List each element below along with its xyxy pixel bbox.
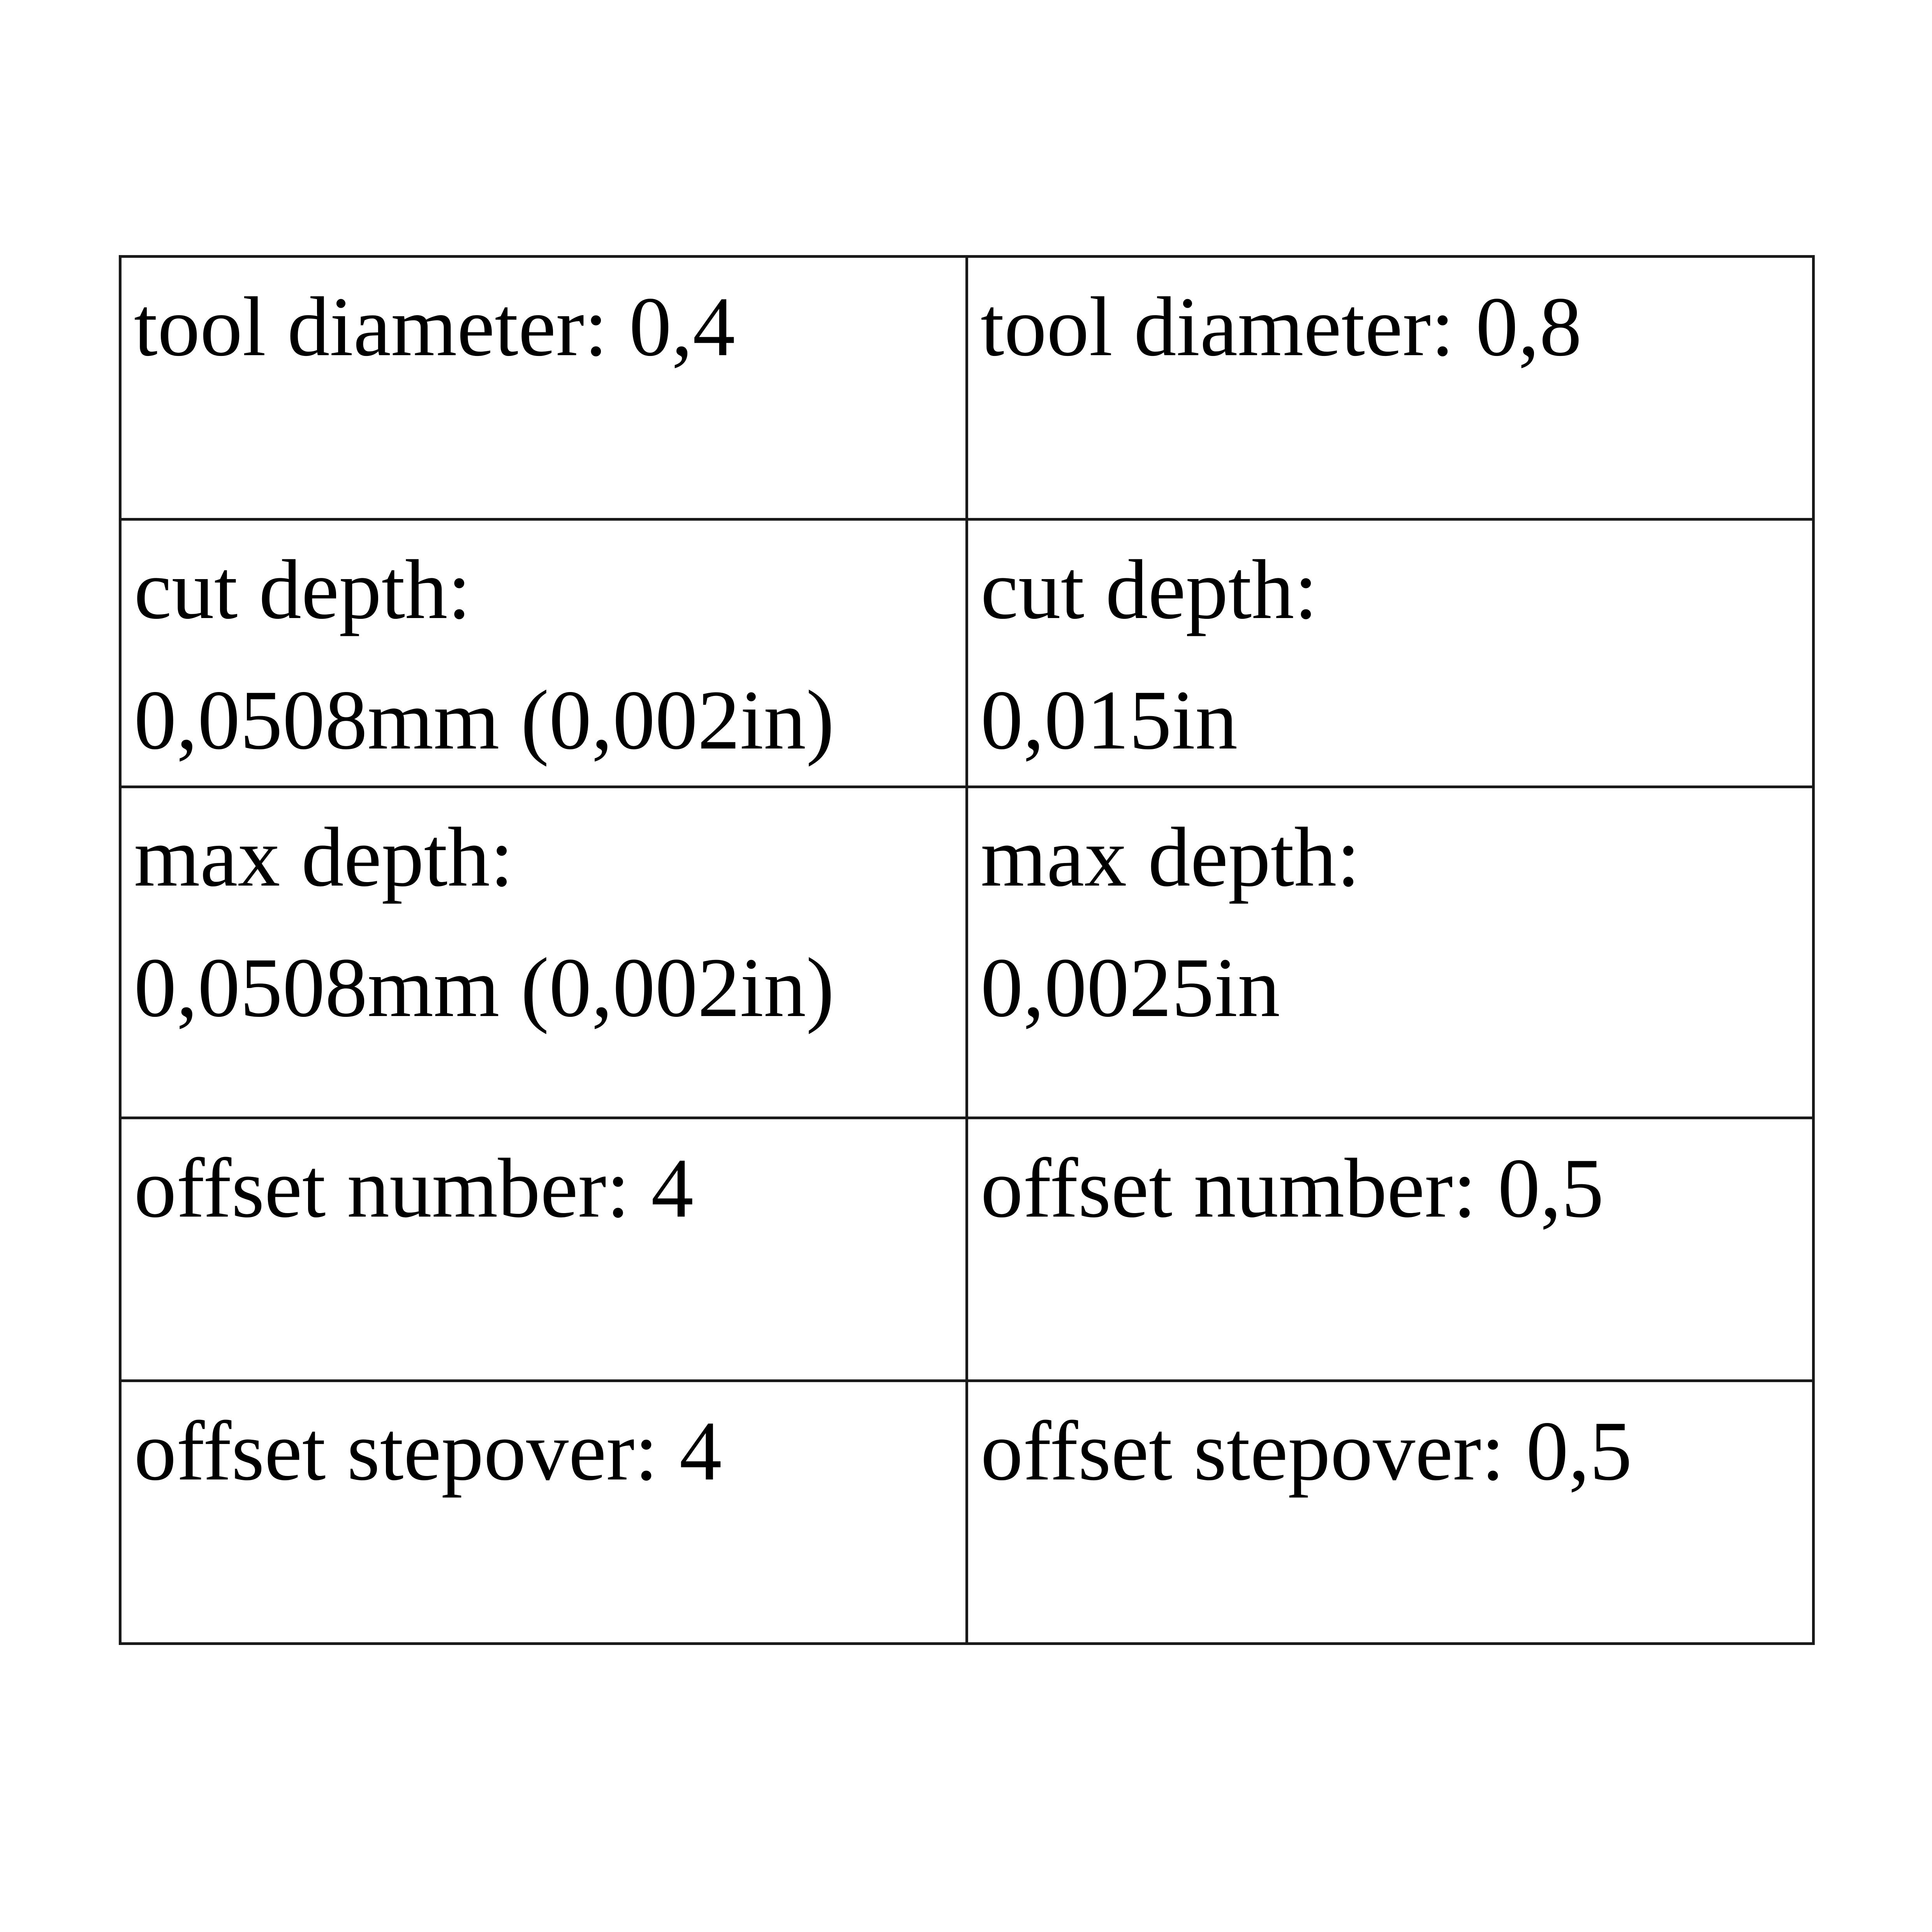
cell-value: 0,0025in <box>981 941 1280 1035</box>
parameters-table: tool diameter: 0,4 tool diameter: 0,8 cu… <box>119 255 1815 1645</box>
table-row: offset stepover: 4 offset stepover: 0,5 <box>119 1379 1815 1645</box>
cell-text: offset stepover: 0,5 <box>981 1404 1633 1498</box>
cell-text: offset number: 4 <box>134 1141 694 1235</box>
table-cell-offset-number-left: offset number: 4 <box>119 1117 968 1382</box>
cell-label: max depth: <box>134 810 514 904</box>
table-cell-cut-depth-right: cut depth: 0,015in <box>965 518 1815 788</box>
table-cell-max-depth-right: max depth: 0,0025in <box>965 785 1815 1119</box>
cell-label: cut depth: <box>134 543 471 637</box>
table-cell-tool-diameter-left: tool diameter: 0,4 <box>119 255 968 521</box>
table-cell-offset-number-right: offset number: 0,5 <box>965 1117 1815 1382</box>
cell-text: offset number: 0,5 <box>981 1141 1604 1235</box>
table-row: offset number: 4 offset number: 0,5 <box>119 1117 1815 1382</box>
cell-value: 0,015in <box>981 673 1238 767</box>
table-row: max depth: 0,0508mm (0,002in) max depth:… <box>119 785 1815 1119</box>
cell-value: 0,0508mm (0,002in) <box>134 941 835 1035</box>
table-cell-tool-diameter-right: tool diameter: 0,8 <box>965 255 1815 521</box>
cell-label: max depth: <box>981 810 1360 904</box>
cell-text: offset stepover: 4 <box>134 1404 722 1498</box>
cell-text: tool diameter: 0,4 <box>134 280 735 374</box>
cell-text: tool diameter: 0,8 <box>981 280 1582 374</box>
table-row: tool diameter: 0,4 tool diameter: 0,8 <box>119 255 1815 521</box>
cell-label: cut depth: <box>981 543 1318 637</box>
table-cell-cut-depth-left: cut depth: 0,0508mm (0,002in) <box>119 518 968 788</box>
table-cell-max-depth-left: max depth: 0,0508mm (0,002in) <box>119 785 968 1119</box>
table-row: cut depth: 0,0508mm (0,002in) cut depth:… <box>119 518 1815 788</box>
cell-value: 0,0508mm (0,002in) <box>134 673 835 767</box>
table-cell-offset-stepover-right: offset stepover: 0,5 <box>965 1379 1815 1645</box>
table-cell-offset-stepover-left: offset stepover: 4 <box>119 1379 968 1645</box>
